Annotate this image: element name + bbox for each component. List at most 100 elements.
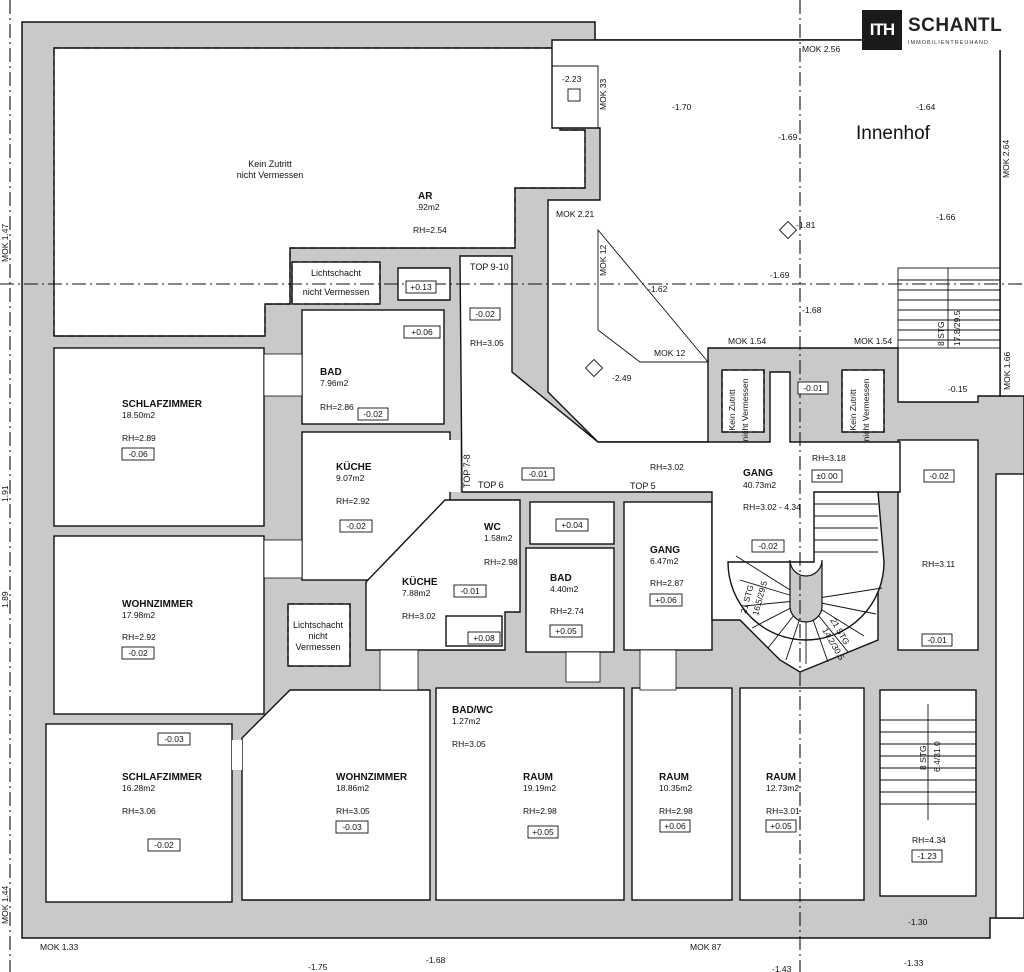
- svg-text:-1.62: -1.62: [648, 284, 668, 294]
- svg-text:TOP 5: TOP 5: [630, 481, 656, 491]
- svg-text:MOK 1.33: MOK 1.33: [40, 942, 79, 952]
- svg-text:RH=2.54: RH=2.54: [413, 225, 447, 235]
- svg-text:RH=3.02: RH=3.02: [402, 611, 436, 621]
- svg-text:Kein Zutritt: Kein Zutritt: [727, 389, 737, 431]
- brand-mark-icon: ITH: [862, 10, 902, 50]
- svg-text:-2.23: -2.23: [562, 74, 582, 84]
- svg-text:-0.02: -0.02: [758, 541, 778, 551]
- svg-text:AR: AR: [418, 191, 433, 202]
- svg-text:-1.68: -1.68: [426, 955, 446, 965]
- svg-text:-0.02: -0.02: [128, 648, 148, 658]
- svg-text:nicht Vermessen: nicht Vermessen: [861, 378, 871, 441]
- label-bad-1: BAD 7.96m2 RH=2.86 -0.02: [320, 367, 389, 421]
- label-wohnzimmer-1: WOHNZIMMER 17.98m2 RH=2.92 -0.02: [121, 599, 194, 660]
- brand-name: SCHANTL: [908, 14, 1003, 36]
- svg-text:MOK 87: MOK 87: [690, 942, 721, 952]
- svg-text:-0.03: -0.03: [342, 822, 362, 832]
- label-ar: AR .92m2 RH=2.54 +0.13: [405, 191, 447, 294]
- svg-text:RAUM: RAUM: [766, 772, 796, 783]
- svg-text:RH=2.74: RH=2.74: [550, 606, 584, 616]
- label-raum-2: RAUM 10.35m2 RH=2.98 +0.06: [659, 772, 693, 833]
- room-raum-3: [739, 687, 865, 901]
- svg-text:MOK 12: MOK 12: [598, 245, 608, 276]
- svg-text:-1.64: -1.64: [916, 102, 936, 112]
- svg-text:SCHLAFZIMMER: SCHLAFZIMMER: [122, 399, 203, 410]
- svg-text:-1.66: -1.66: [936, 212, 956, 222]
- svg-text:RH=3.11: RH=3.11: [922, 559, 955, 569]
- svg-text:BAD/WC: BAD/WC: [452, 705, 493, 716]
- svg-text:nicht Vermessen: nicht Vermessen: [303, 287, 370, 297]
- room-wohnzimmer-2: [241, 689, 431, 901]
- svg-text:-1.70: -1.70: [672, 102, 692, 112]
- svg-text:12.73m2: 12.73m2: [766, 783, 799, 793]
- label-badwc: BAD/WC 1.27m2 RH=3.05 +0.08: [452, 631, 501, 749]
- svg-text:1.91: 1.91: [0, 485, 10, 502]
- svg-text:-1.81: -1.81: [796, 220, 816, 230]
- svg-text:BAD: BAD: [550, 573, 572, 584]
- svg-text:RH=2.98: RH=2.98: [659, 806, 693, 816]
- svg-text:6.4/31.0: 6.4/31.0: [932, 741, 942, 772]
- svg-text:-1.23: -1.23: [917, 851, 937, 861]
- svg-text:RH=3.18: RH=3.18: [812, 453, 846, 463]
- svg-text:RH=3.05: RH=3.05: [452, 739, 486, 749]
- svg-text:TOP 6: TOP 6: [478, 480, 504, 490]
- svg-text:+0.08: +0.08: [473, 633, 495, 643]
- label-kueche-2: KÜCHE 7.88m2 RH=3.02 -0.01: [402, 575, 487, 621]
- svg-text:RH=2.98: RH=2.98: [484, 557, 518, 567]
- svg-text:6.47m2: 6.47m2: [650, 556, 679, 566]
- svg-text:18.50m2: 18.50m2: [122, 410, 155, 420]
- svg-text:-0.01: -0.01: [927, 635, 947, 645]
- label-kueche-1: KÜCHE 9.07m2 RH=2.92 -0.02: [336, 460, 373, 533]
- room-edge-right: [995, 473, 1024, 919]
- svg-text:+0.05: +0.05: [555, 626, 577, 636]
- svg-text:4.40m2: 4.40m2: [550, 584, 579, 594]
- svg-text:KÜCHE: KÜCHE: [336, 460, 372, 473]
- room-schlafzimmer-2: [45, 723, 233, 903]
- brand-tagline: IMMOBILIENTREUHAND: [908, 39, 989, 46]
- svg-text:+0.06: +0.06: [664, 821, 686, 831]
- svg-text:RH=3.05: RH=3.05: [470, 338, 504, 348]
- svg-text:1.58m2: 1.58m2: [484, 533, 513, 543]
- room-wohnzimmer-1: [53, 535, 265, 715]
- svg-text:SCHLAFZIMMER: SCHLAFZIMMER: [122, 772, 203, 783]
- room-raum-1: [435, 687, 625, 901]
- svg-text:MOK 1.44: MOK 1.44: [0, 885, 10, 924]
- svg-text:-0.02: -0.02: [363, 409, 383, 419]
- svg-text:8 STG: 8 STG: [918, 745, 928, 770]
- svg-text:-0.15: -0.15: [948, 384, 968, 394]
- svg-text:RH=4.34: RH=4.34: [912, 835, 946, 845]
- svg-text:16.28m2: 16.28m2: [122, 783, 155, 793]
- svg-text:Vermessen: Vermessen: [295, 642, 340, 652]
- svg-text:-1.75: -1.75: [308, 962, 328, 972]
- svg-text:1.27m2: 1.27m2: [452, 716, 481, 726]
- svg-text:TOP 7-8: TOP 7-8: [462, 454, 472, 488]
- label-wc: WC 1.58m2 RH=2.98 +0.04: [484, 518, 589, 567]
- svg-text:RH=3.02 - 4.34: RH=3.02 - 4.34: [743, 502, 801, 512]
- svg-text:MOK 1.54: MOK 1.54: [854, 336, 893, 346]
- svg-text:MOK 2.21: MOK 2.21: [556, 209, 595, 219]
- svg-text:±0.00: ±0.00: [816, 471, 837, 481]
- svg-text:MOK 2.56: MOK 2.56: [802, 44, 841, 54]
- svg-text:TOP 9-10: TOP 9-10: [470, 262, 509, 272]
- svg-text:-2.49: -2.49: [612, 373, 632, 383]
- svg-text:nicht Vermessen: nicht Vermessen: [740, 378, 750, 441]
- svg-text:MOK 33: MOK 33: [598, 79, 608, 110]
- svg-text:-0.02: -0.02: [929, 471, 949, 481]
- svg-text:MOK 1.66: MOK 1.66: [1002, 351, 1012, 390]
- room-gang-small: [623, 501, 713, 651]
- label-gang-main: GANG 40.73m2 RH=3.02 - 4.34 -0.02: [743, 468, 801, 553]
- svg-text:nicht: nicht: [308, 631, 328, 641]
- courtyard: [547, 39, 1001, 443]
- svg-text:GANG: GANG: [743, 468, 773, 479]
- svg-text:MOK 12: MOK 12: [654, 348, 685, 358]
- svg-text:-1.68: -1.68: [802, 305, 822, 315]
- svg-text:Lichtschacht: Lichtschacht: [311, 268, 362, 278]
- svg-text:-0.01: -0.01: [803, 383, 823, 393]
- svg-text:RH=2.89: RH=2.89: [122, 433, 156, 443]
- unsurveyed-area-outline: [53, 47, 586, 337]
- svg-text:Kein Zutritt: Kein Zutritt: [848, 389, 858, 431]
- svg-text:RH=2.87: RH=2.87: [650, 578, 684, 588]
- room-schlafzimmer-1: [53, 347, 265, 527]
- svg-text:RAUM: RAUM: [659, 772, 689, 783]
